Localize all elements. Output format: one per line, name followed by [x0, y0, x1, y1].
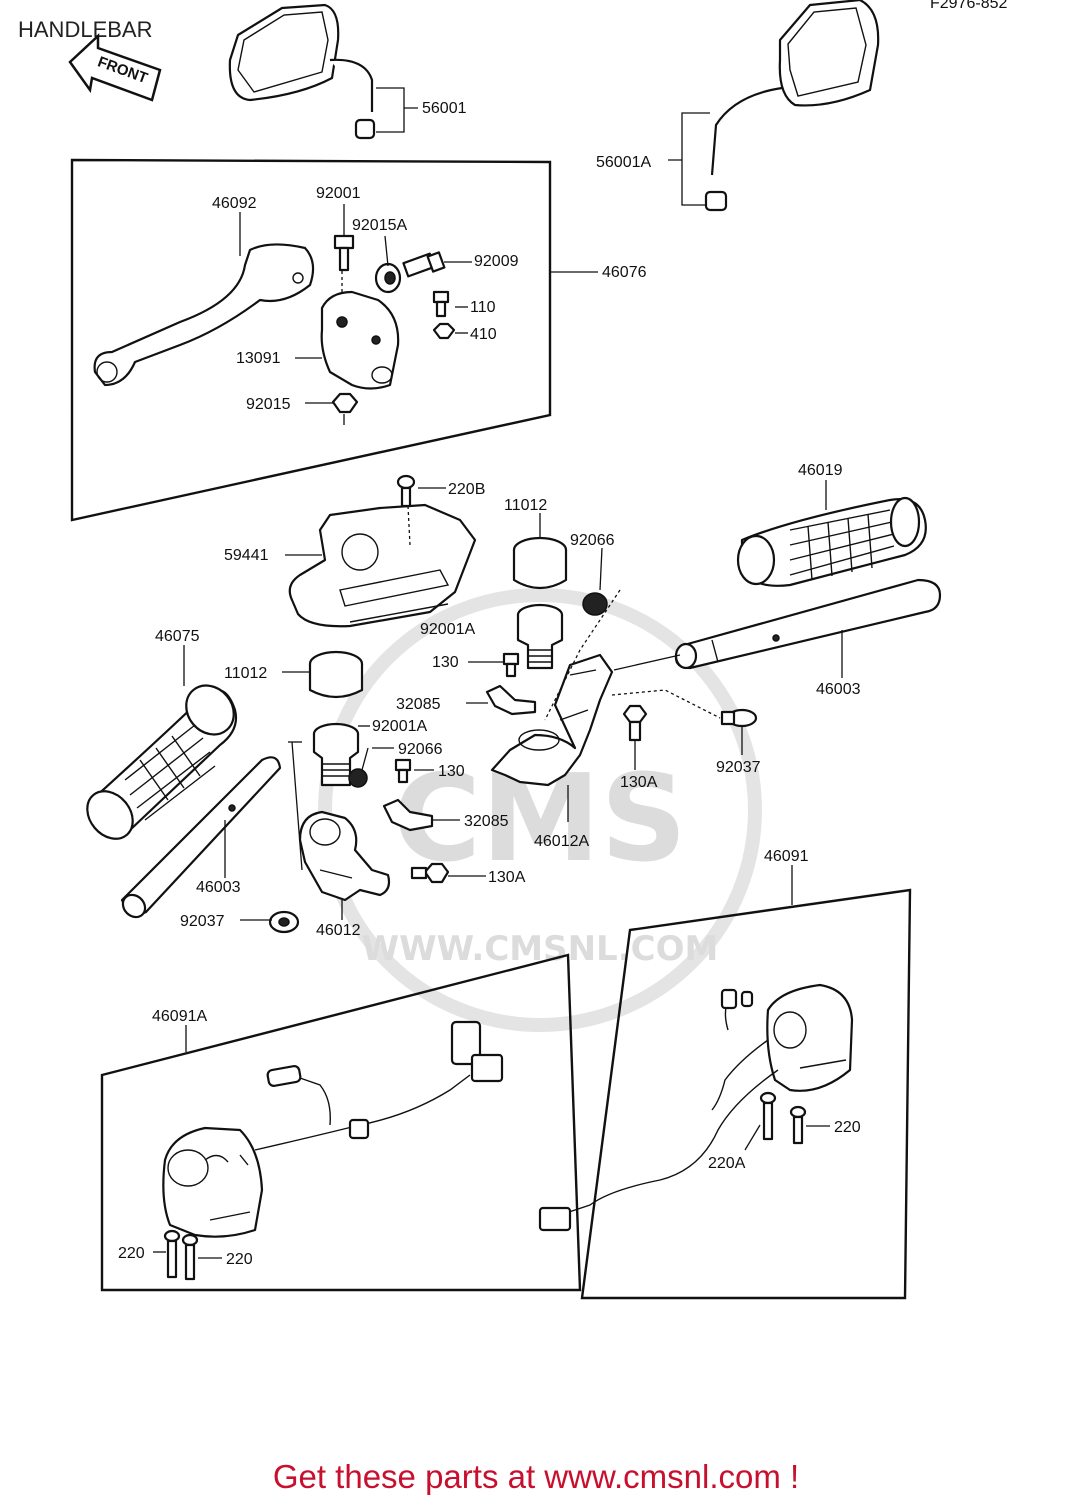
- label-130A-left: 130A: [488, 869, 526, 886]
- label-92015: 92015: [246, 396, 291, 413]
- label-92066-top: 92066: [570, 532, 615, 549]
- screw-220-left-a-icon: [163, 1229, 181, 1279]
- screw-130A-left-icon: [410, 862, 450, 884]
- label-56001A: 56001A: [596, 154, 651, 171]
- screw-130-top-icon: [502, 652, 520, 678]
- left-mirror-icon: [228, 3, 376, 140]
- label-11012-top: 11012: [504, 497, 547, 514]
- screw-220-right-icon: [789, 1105, 807, 1145]
- screw-110-icon: [432, 290, 450, 318]
- cable-end-92037-right-icon: [720, 708, 758, 728]
- label-92066-left: 92066: [398, 741, 443, 758]
- label-46091: 46091: [764, 848, 809, 865]
- label-92009: 92009: [474, 253, 519, 270]
- label-46003-right: 46003: [816, 681, 861, 698]
- label-46092: 46092: [212, 195, 257, 212]
- cable-end-92037-left-icon: [268, 910, 300, 934]
- label-92001A-top: 92001A: [420, 621, 475, 638]
- screw-92009-icon: [402, 251, 446, 278]
- diagram-title: HANDLEBAR: [18, 17, 152, 42]
- footer-link-text[interactable]: Get these parts at www.cmsnl.com !: [273, 1458, 799, 1495]
- plunger-92001A-left-icon: [312, 722, 360, 787]
- label-46019: 46019: [798, 462, 843, 479]
- right-switch-group-frame: [580, 888, 912, 1300]
- clutch-lever-icon: [93, 243, 315, 387]
- label-220-right: 220: [834, 1119, 861, 1136]
- label-110: 110: [470, 299, 496, 316]
- clip-32085-left-icon: [382, 798, 434, 832]
- switch-cover-59441-icon: [288, 503, 477, 628]
- screw-220B-icon: [396, 474, 416, 508]
- label-130A-right: 130A: [620, 774, 658, 791]
- label-46012A: 46012A: [534, 833, 589, 850]
- washer-92015A-icon: [374, 262, 402, 294]
- left-switch-group-frame: [100, 953, 582, 1292]
- label-410: 410: [470, 326, 497, 343]
- knob-92066-left-icon: [348, 768, 368, 788]
- cap-11012-left-icon: [308, 650, 364, 699]
- label-92001A-left: 92001A: [372, 718, 427, 735]
- label-220B: 220B: [448, 481, 485, 498]
- label-130-left: 130: [438, 763, 465, 780]
- throttle-housing-46012A-icon: [490, 653, 614, 787]
- screw-130A-right-icon: [622, 704, 648, 742]
- clip-32085-top-icon: [485, 684, 537, 716]
- corner-code: F2976-852: [930, 0, 1007, 12]
- plunger-92001A-top-icon: [516, 603, 564, 670]
- label-130-top: 130: [432, 654, 459, 671]
- label-220A: 220A: [708, 1155, 746, 1172]
- label-46075: 46075: [155, 628, 200, 645]
- screw-220-left-b-icon: [181, 1233, 199, 1281]
- label-46091A: 46091A: [152, 1008, 207, 1025]
- label-59441: 59441: [224, 547, 269, 564]
- right-grip-46019-icon: [736, 496, 927, 587]
- label-92037-right: 92037: [716, 759, 761, 776]
- throttle-tube-46003-right-icon: [674, 578, 942, 670]
- lever-bracket-13091-icon: [320, 290, 400, 390]
- left-grip-46075-icon: [86, 684, 238, 840]
- label-32085-left: 32085: [464, 813, 509, 830]
- label-46076: 46076: [602, 264, 647, 281]
- throttle-housing-46012-icon: [298, 810, 391, 902]
- label-56001: 56001: [422, 100, 467, 117]
- label-92001: 92001: [316, 185, 361, 202]
- right-mirror-icon: [704, 0, 880, 212]
- label-32085-top: 32085: [396, 696, 441, 713]
- throttle-tube-46003-left-icon: [120, 756, 282, 919]
- label-11012-left: 11012: [224, 665, 267, 682]
- clutch-lever-group-frame: [70, 158, 552, 522]
- label-92037-left: 92037: [180, 913, 225, 930]
- left-handlebar-switch-46091A-icon: [162, 1020, 504, 1238]
- label-220-left-b: 220: [226, 1251, 253, 1268]
- front-arrow-icon: FRONT: [68, 33, 162, 102]
- knob-92066-top-icon: [582, 592, 608, 616]
- label-46003-left: 46003: [196, 879, 241, 896]
- washer-410-icon: [432, 322, 456, 340]
- nut-92015-icon: [331, 392, 359, 414]
- label-92015A: 92015A: [352, 217, 407, 234]
- label-220-left-a: 220: [118, 1245, 145, 1262]
- label-13091: 13091: [236, 350, 281, 367]
- bolt-92001-icon: [333, 234, 355, 272]
- right-handlebar-switch-46091-icon: [538, 983, 854, 1232]
- screw-220A-icon: [759, 1091, 777, 1141]
- screw-130-left-icon: [394, 758, 412, 784]
- cap-11012-top-icon: [512, 536, 568, 590]
- label-46012: 46012: [316, 922, 361, 939]
